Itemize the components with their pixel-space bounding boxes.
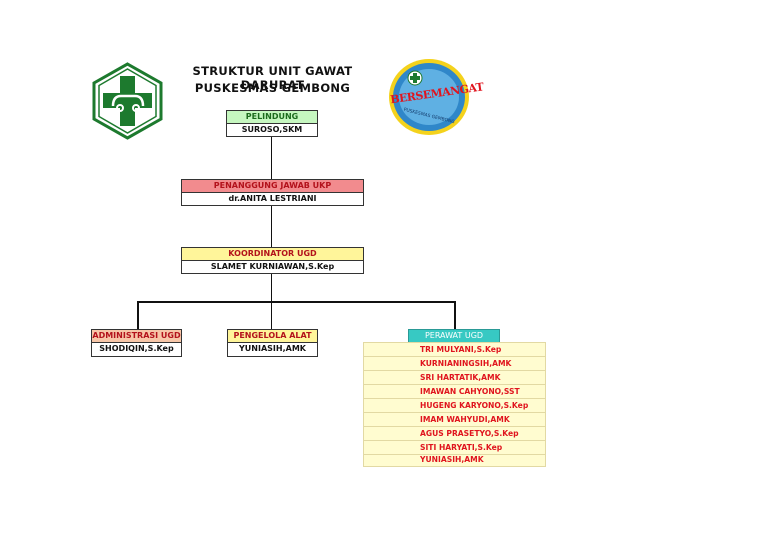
perawat-member: SRI HARTATIK,AMK — [364, 371, 546, 385]
administrasi-name: SHODIQIN,S.Kep — [91, 342, 182, 357]
bersemangat-badge-icon — [389, 59, 469, 135]
perawat-member: YUNIASIH,AMK — [420, 455, 484, 464]
connector-bus-pengelola — [271, 301, 272, 329]
administrasi-title: ADMINISTRASI UGD — [91, 329, 182, 342]
connector-pelindung-penanggung — [271, 137, 272, 180]
perawat-member: KURNIANINGSIH,AMK — [364, 357, 546, 371]
connector-horizontal-bus — [137, 301, 456, 303]
perawat-title: PERAWAT UGD — [408, 329, 500, 342]
perawat-member-list: TRI MULYANI,S.Kep KURNIANINGSIH,AMK SRI … — [363, 342, 546, 467]
perawat-member: HUGENG KARYONO,S.Kep — [364, 399, 546, 413]
connector-bus-administrasi — [137, 301, 139, 329]
puskesmas-cross-icon — [91, 62, 164, 140]
perawat-member: SITI HARYATI,S.Kep — [364, 441, 546, 455]
perawat-member: AGUS PRASETYO,S.Kep — [364, 427, 546, 441]
perawat-member: IMAWAN CAHYONO,SST — [364, 385, 546, 399]
connector-koordinator-bus — [271, 274, 272, 302]
connector-bus-perawat — [454, 301, 456, 329]
connector-penanggung-koordinator — [271, 206, 272, 248]
perawat-member: IMAM WAHYUDI,AMK — [364, 413, 546, 427]
perawat-member: TRI MULYANI,S.Kep — [364, 343, 546, 357]
pengelola-title: PENGELOLA ALAT — [227, 329, 318, 342]
penanggung-name: dr.ANITA LESTRIANI — [181, 192, 364, 206]
pengelola-name: YUNIASIH,AMK — [227, 342, 318, 357]
chart-title-line1: STRUKTUR UNIT GAWAT DARURAT — [192, 64, 353, 92]
puskesmas-logo — [91, 62, 164, 140]
chart-title-line2: PUSKESMAS GEMBONG — [194, 81, 351, 95]
penanggung-title: PENANGGUNG JAWAB UKP — [181, 179, 364, 192]
koordinator-title: KOORDINATOR UGD — [181, 247, 364, 260]
bersemangat-logo: BERSEMANGAT PUSKESMAS GEMBONG — [388, 58, 484, 136]
pelindung-name: SUROSO,SKM — [226, 123, 318, 137]
pelindung-title: PELINDUNG — [226, 110, 318, 123]
koordinator-name: SLAMET KURNIAWAN,S.Kep — [181, 260, 364, 274]
